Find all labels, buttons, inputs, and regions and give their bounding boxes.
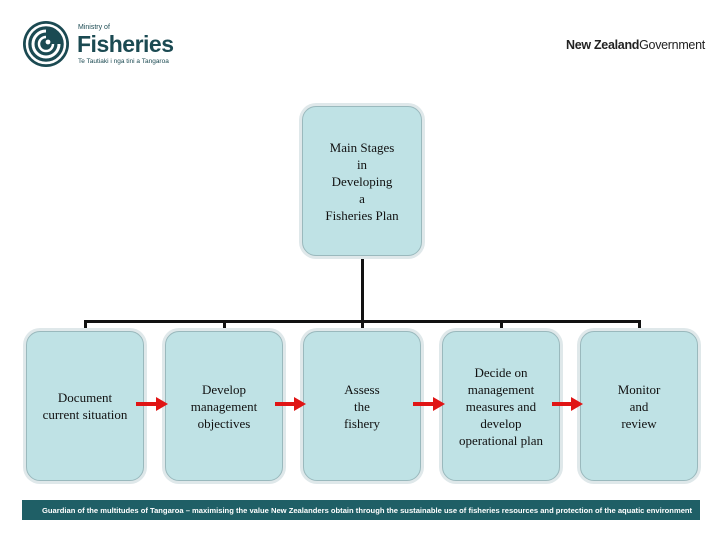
connector-drop-4: [500, 320, 503, 331]
ministry-logo: Ministry of Fisheries Te Tautiaki i nga …: [22, 18, 174, 70]
connector-drop-5: [638, 320, 641, 331]
main-stages-title: Main Stages in Developing a Fisheries Pl…: [325, 139, 399, 223]
stage-label-1: Document current situation: [42, 390, 128, 422]
nz-government-wordmark: New ZealandGovernment: [566, 38, 705, 52]
connector-drop-3: [361, 320, 364, 331]
stage-label-5: Monitor and review: [617, 381, 661, 431]
footer-banner: Guardian of the multitudes of Tangaroa –…: [22, 500, 700, 520]
logo-ministry-text: Ministry of: [78, 24, 110, 31]
fisheries-koru-icon: [23, 21, 69, 67]
connector-drop-1: [84, 320, 87, 331]
govt-country: New Zealand: [566, 38, 640, 52]
stage-box-3: Assess the fishery: [303, 331, 421, 481]
stage-box-4: Decide on management measures and develo…: [442, 331, 560, 481]
logo-name: Fisheries: [77, 31, 174, 57]
main-stages-box: Main Stages in Developing a Fisheries Pl…: [302, 106, 422, 256]
connector-drop-2: [223, 320, 226, 331]
stage-box-5: Monitor and review: [580, 331, 698, 481]
stage-label-2: Develop management objectives: [190, 381, 258, 431]
govt-word: Government: [639, 38, 705, 52]
stage-label-4: Decide on management measures and develo…: [458, 364, 544, 448]
stage-label-3: Assess the fishery: [343, 381, 381, 431]
connector-vertical-main: [361, 256, 364, 322]
logo-subtitle: Te Tautiaki i nga tini a Tangaroa: [78, 58, 169, 65]
stage-box-2: Develop management objectives: [165, 331, 283, 481]
footer-text: Guardian of the multitudes of Tangaroa –…: [42, 505, 693, 515]
stage-box-1: Document current situation: [26, 331, 144, 481]
